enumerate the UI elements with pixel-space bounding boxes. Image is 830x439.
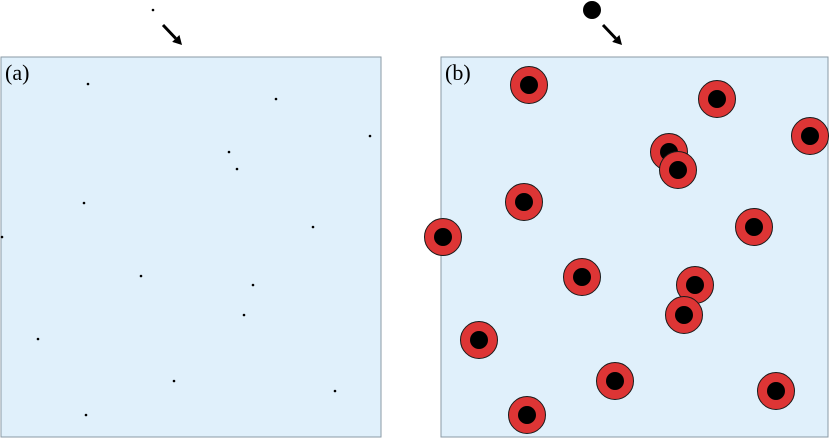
shelled-particle [505, 183, 543, 221]
arrow-down-right-icon [161, 23, 182, 45]
panel-a-incoming [151, 8, 182, 45]
shelled-particle [665, 296, 703, 334]
panel-b-particles [424, 66, 829, 434]
arrow-shaft [601, 23, 617, 40]
point-particle [0, 235, 4, 239]
particle-core [518, 406, 536, 424]
point-particle [84, 413, 88, 417]
arrow-shaft [161, 23, 177, 40]
shelled-particle [596, 362, 634, 400]
shelled-particle [735, 208, 773, 246]
particle-core [470, 331, 488, 349]
point-particle [274, 97, 278, 101]
point-particle [368, 134, 372, 138]
particle-core [434, 228, 452, 246]
panel-b-box [440, 56, 829, 438]
arrow-down-right-icon [601, 23, 622, 45]
point-particle [172, 379, 176, 383]
particle-core [745, 218, 763, 236]
point-particle [227, 150, 231, 154]
shelled-particle [508, 396, 546, 434]
panel-b-incoming [583, 1, 622, 45]
shelled-particle [659, 151, 697, 189]
point-particle [139, 274, 143, 278]
particle-core [606, 372, 624, 390]
point-particle [86, 82, 90, 86]
particle-core [801, 127, 819, 145]
arrow-head [172, 35, 182, 45]
shelled-particle [424, 218, 462, 256]
particle-core [686, 276, 704, 294]
panel-a-label: (a) [5, 60, 29, 85]
shelled-particle [563, 258, 601, 296]
point-particle [82, 201, 86, 205]
particle-core [669, 161, 687, 179]
shelled-particle [791, 117, 829, 155]
incoming-sphere-particle [583, 1, 601, 19]
panel-a-particles [0, 82, 372, 417]
particle-core [675, 306, 693, 324]
shelled-particle [698, 80, 736, 118]
shelled-particle [460, 321, 498, 359]
panel-b: (b) [424, 1, 829, 438]
point-particle [311, 225, 315, 229]
panel-a: (a) [0, 8, 382, 438]
shelled-particle [676, 266, 714, 304]
point-particle [251, 283, 255, 287]
arrow-head [612, 35, 622, 45]
point-particle [242, 313, 246, 317]
particle-core [573, 268, 591, 286]
point-particle [235, 167, 239, 171]
particle-core [767, 382, 785, 400]
shelled-particle [757, 372, 795, 410]
point-particle [333, 389, 337, 393]
point-particle [36, 337, 40, 341]
particle-core [520, 76, 538, 94]
shelled-particle [510, 66, 548, 104]
particle-core [708, 90, 726, 108]
panel-a-box [0, 56, 382, 438]
incoming-point-particle [151, 8, 155, 12]
panel-b-label: (b) [445, 60, 471, 85]
particle-core [515, 193, 533, 211]
